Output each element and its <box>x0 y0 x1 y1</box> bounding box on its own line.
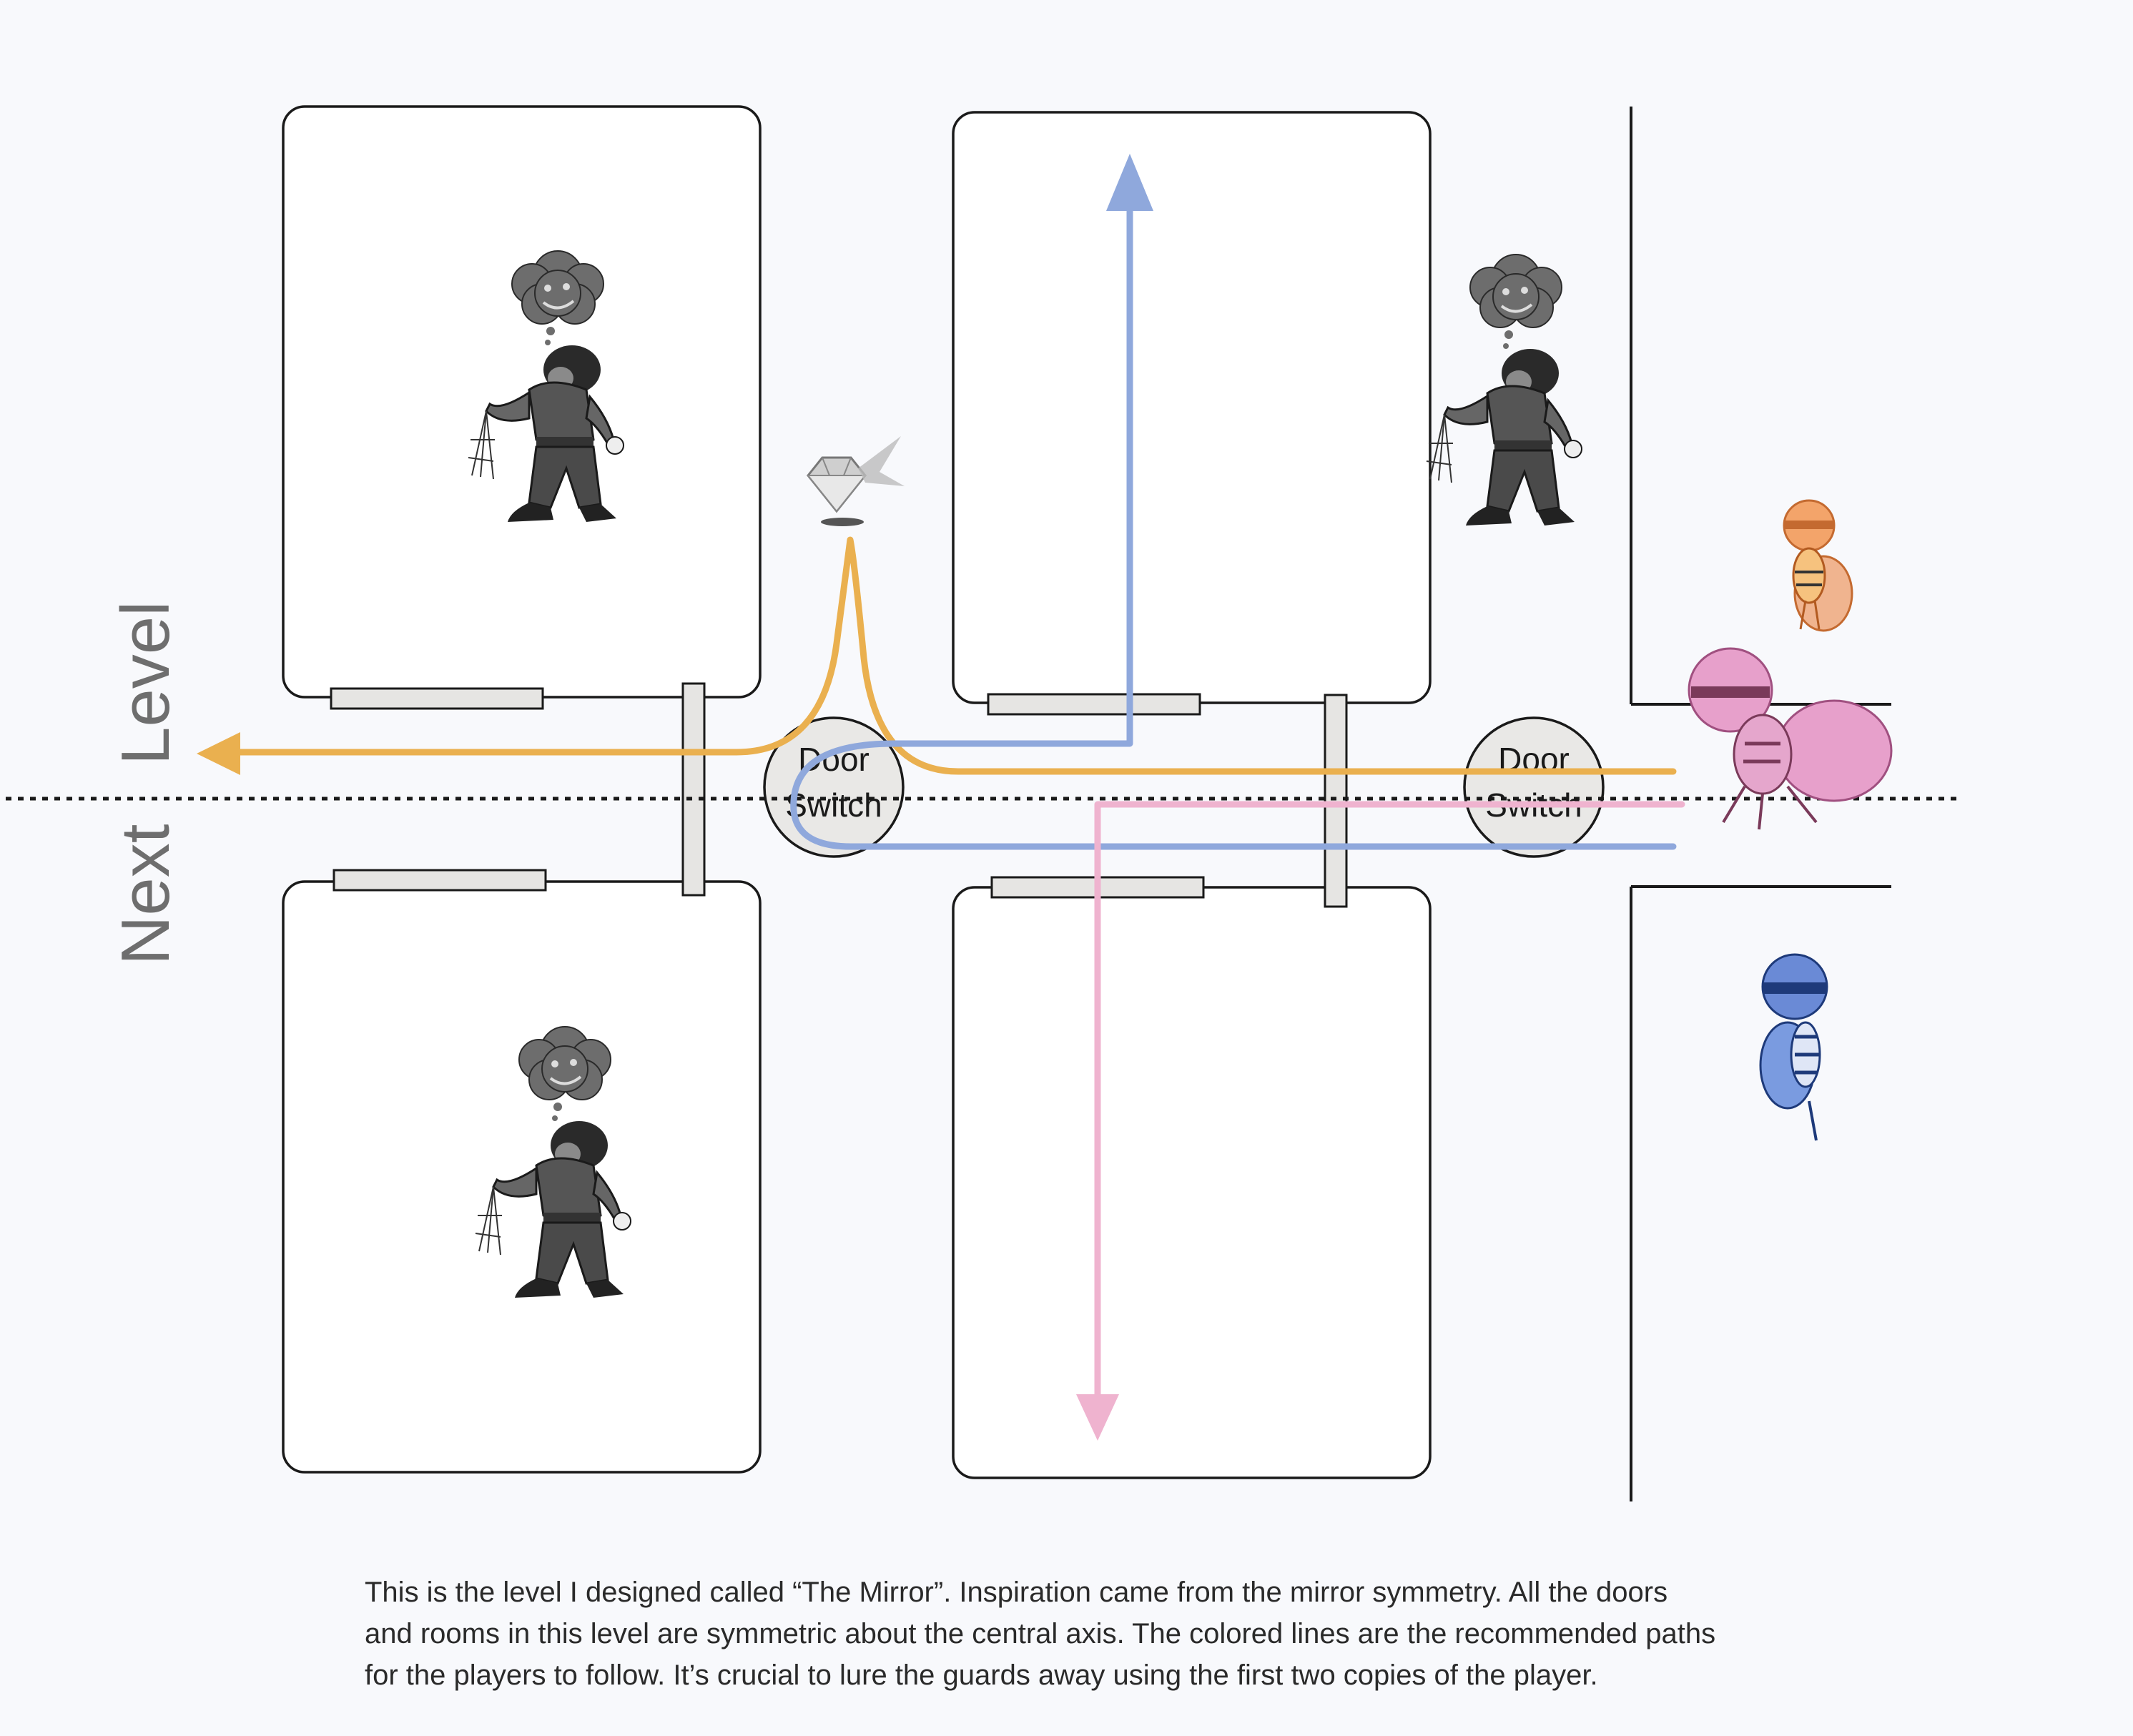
pink-path <box>1094 801 1685 1398</box>
caption-line: and rooms in this level are symmetric ab… <box>365 1618 1716 1649</box>
door-vertical-left <box>681 682 706 897</box>
pink-arrowhead <box>1076 1394 1119 1441</box>
blue-thief-icon[interactable] <box>1759 953 1828 1141</box>
caption-line: for the players to follow. It’s crucial … <box>365 1659 1598 1691</box>
orange-thief-icon[interactable] <box>1783 499 1853 632</box>
orange-arrowhead <box>197 732 240 775</box>
door-switch-right[interactable]: Door Switch <box>1463 716 1605 858</box>
blue-arrowhead <box>1106 154 1153 211</box>
door-switch-left-line2: Switch <box>785 786 882 824</box>
caption-line: This is the level I designed called “The… <box>365 1577 1668 1608</box>
room-top-right <box>952 111 1432 704</box>
pink-thief-icon[interactable] <box>1688 647 1893 830</box>
door-top-left <box>330 687 544 710</box>
door-vertical-right <box>1324 694 1348 908</box>
orange-path <box>232 536 1677 775</box>
door-top-right <box>987 693 1201 716</box>
room-bottom-right <box>952 886 1432 1479</box>
next-level-word1: Next <box>107 824 184 965</box>
next-level-word2: Level <box>107 601 184 766</box>
door-bottom-left <box>332 869 547 892</box>
blue-path <box>790 197 1677 850</box>
guard-icon <box>1425 253 1583 527</box>
diamond-icon[interactable] <box>806 436 905 526</box>
description-caption: This is the level I designed called “The… <box>365 1572 1866 1696</box>
next-level-label: Next Level <box>107 601 184 966</box>
